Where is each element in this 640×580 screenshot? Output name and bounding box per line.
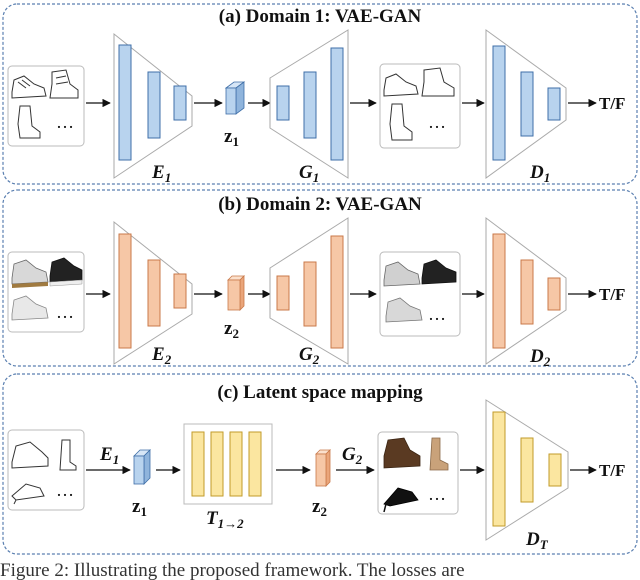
boot-sketch-icon <box>421 67 455 97</box>
panel-a: (a) Domain 1: VAE-GAN … E1 <box>2 3 638 185</box>
encoder-b-layer-2 <box>147 259 161 327</box>
mapper-layer-3 <box>229 431 243 497</box>
mapper-layer-4 <box>248 431 262 497</box>
sneaker-sketch-icon <box>11 441 49 469</box>
panel-a-border <box>2 3 638 185</box>
latent-c-in-block <box>133 449 151 485</box>
heel-boot-sketch-icon <box>17 105 41 139</box>
figure-caption: Figure 2: Illustrating the proposed fram… <box>0 560 465 580</box>
boot-sketch-icon <box>49 69 79 99</box>
mapper-layer-2 <box>210 431 224 497</box>
generated-images-c: … <box>377 431 459 515</box>
input-images-c: … <box>7 429 85 511</box>
latent-c-in-label: z1 <box>132 496 147 519</box>
dots-a: … <box>56 112 74 132</box>
dots-c: … <box>56 480 74 500</box>
encoder-b-label: E2 <box>151 344 172 367</box>
sneaker-photo-icon <box>11 295 49 321</box>
input-images-a: … <box>7 65 85 147</box>
heel-boot-sketch-icon <box>389 103 413 141</box>
generator-b-layer-3 <box>330 235 344 349</box>
heel-boot-sketch-icon <box>11 483 45 505</box>
discriminator-c-layer-1 <box>492 411 506 527</box>
encoder-b-layer-3 <box>173 273 187 309</box>
discriminator-a-layer-1 <box>492 45 506 161</box>
mapper-layer-1 <box>191 431 205 497</box>
discriminator-b-layer-3 <box>547 277 561 311</box>
discriminator-c-layer-2 <box>520 437 534 503</box>
generator-b-layer-2 <box>303 261 317 327</box>
sneaker-photo-icon <box>383 261 421 287</box>
sneaker-sketch-icon <box>383 73 419 97</box>
dots-c-2: … <box>428 484 446 504</box>
dots-b-2: … <box>428 304 446 324</box>
heel-photo-icon <box>383 487 419 513</box>
latent-b-label: z2 <box>224 318 239 341</box>
sneaker-photo-icon <box>49 257 83 287</box>
latent-c-out-block <box>315 449 331 487</box>
panel-c-title: (c) Latent space mapping <box>217 382 423 403</box>
encoder-a-layer-2 <box>147 71 161 139</box>
input-images-b: … <box>7 251 85 333</box>
boot-photo-icon <box>383 437 421 469</box>
encoder-a-layer-1 <box>118 44 132 161</box>
discriminator-b-layer-2 <box>520 259 534 325</box>
dots-a-2: … <box>428 112 446 132</box>
generator-a-label: G1 <box>299 162 319 185</box>
latent-a-block <box>224 81 246 115</box>
encoder-c-label: E1 <box>99 444 119 467</box>
generated-images-a: … <box>379 63 461 149</box>
discriminator-a-layer-2 <box>520 71 534 137</box>
encoder-a-layer-3 <box>173 85 187 121</box>
framework-diagram: (a) Domain 1: VAE-GAN … E1 <box>2 3 638 555</box>
latent-b-block <box>227 275 245 311</box>
panel-b-border <box>2 189 638 367</box>
panel-b: (b) Domain 2: VAE-GAN … E2 <box>2 189 638 369</box>
latent-a-label: z1 <box>224 126 239 149</box>
discriminator-c-label: DT <box>525 529 549 552</box>
generator-b-label: G2 <box>299 344 320 367</box>
dots-b: … <box>56 302 74 322</box>
encoder-b-layer-1 <box>118 233 132 349</box>
sneaker-sketch-icon <box>11 75 47 99</box>
generator-a-layer-3 <box>330 47 344 161</box>
latent-c-out-label: z2 <box>312 496 327 519</box>
panel-a-title: (a) Domain 1: VAE-GAN <box>219 6 422 27</box>
sneaker-photo-icon <box>421 259 457 285</box>
discriminator-a-layer-3 <box>547 87 561 121</box>
generator-a-layer-2 <box>303 71 317 139</box>
discriminator-b-layer-1 <box>492 233 506 349</box>
boot-photo-icon <box>429 437 449 471</box>
panel-c: (c) Latent space mapping … E1 z1 <box>2 373 638 555</box>
mapper-block <box>183 423 273 505</box>
output-a: T/F <box>599 94 625 113</box>
mapper-label: T1→2 <box>206 508 244 531</box>
encoder-a-label: E1 <box>151 162 171 185</box>
panel-b-title: (b) Domain 2: VAE-GAN <box>218 194 422 215</box>
sneaker-photo-icon <box>385 297 423 323</box>
discriminator-b-label: D2 <box>529 346 551 369</box>
output-c: T/F <box>599 461 625 480</box>
output-b: T/F <box>599 285 625 304</box>
sneaker-photo-icon <box>11 259 49 288</box>
generated-images-b: … <box>379 251 461 337</box>
generator-b-layer-1 <box>276 275 290 311</box>
panel-c-border <box>2 373 638 555</box>
generator-a-layer-1 <box>276 85 290 121</box>
boot-sketch-icon <box>59 439 77 471</box>
generator-c-label: G2 <box>342 444 363 467</box>
discriminator-a-label: D1 <box>529 162 550 185</box>
discriminator-c-layer-3 <box>548 453 562 487</box>
